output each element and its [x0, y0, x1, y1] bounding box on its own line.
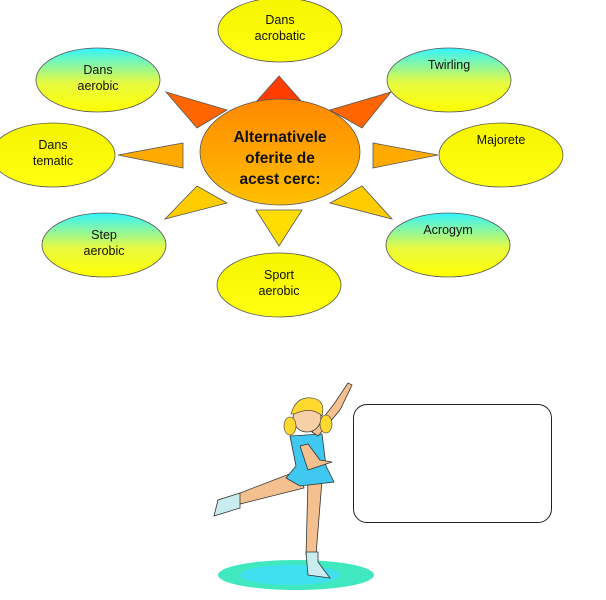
ray-triangle	[372, 142, 439, 169]
option-label: Dans	[265, 13, 294, 27]
option-ellipse: Twirling	[386, 47, 512, 113]
option-label: acrobatic	[255, 29, 306, 43]
empty-text-box	[353, 404, 552, 523]
option-label: Acrogym	[423, 223, 472, 237]
ray-triangle	[164, 91, 228, 129]
option-label: aerobic	[84, 244, 125, 258]
option-ellipse: Majorete	[438, 122, 564, 188]
option-label: Majorete	[477, 133, 526, 147]
ray-triangle	[163, 185, 229, 220]
option-label: Twirling	[428, 58, 470, 72]
option-label: aerobic	[259, 284, 300, 298]
option-label: aerobic	[78, 79, 119, 93]
center-line-2: oferite de	[245, 150, 315, 167]
option-label: Step	[91, 228, 117, 242]
option-label: Sport	[264, 268, 294, 282]
option-label: tematic	[33, 154, 73, 168]
option-label: Dans	[38, 138, 67, 152]
option-ellipse: Step aerobic	[41, 212, 167, 278]
ray-triangle	[328, 185, 394, 220]
option-ellipse: Dans aerobic	[35, 47, 161, 113]
center-ellipse: Alternativele oferite de acest cerc:	[199, 98, 361, 206]
option-label: Dans	[83, 63, 112, 77]
dancer-illustration	[213, 382, 374, 590]
center-line-1: Alternativele	[233, 129, 326, 146]
ray-triangle	[328, 91, 393, 129]
ray-triangle	[117, 142, 184, 169]
center-line-3: acest cerc:	[239, 171, 320, 188]
option-ellipse: Sport aerobic	[216, 252, 342, 318]
option-ellipse: Dans acrobatic	[217, 0, 343, 63]
ray-triangle	[255, 75, 303, 103]
ray-triangle	[255, 209, 303, 247]
option-ellipse: Dans tematic	[0, 122, 116, 188]
option-ellipse: Acrogym	[385, 212, 511, 278]
